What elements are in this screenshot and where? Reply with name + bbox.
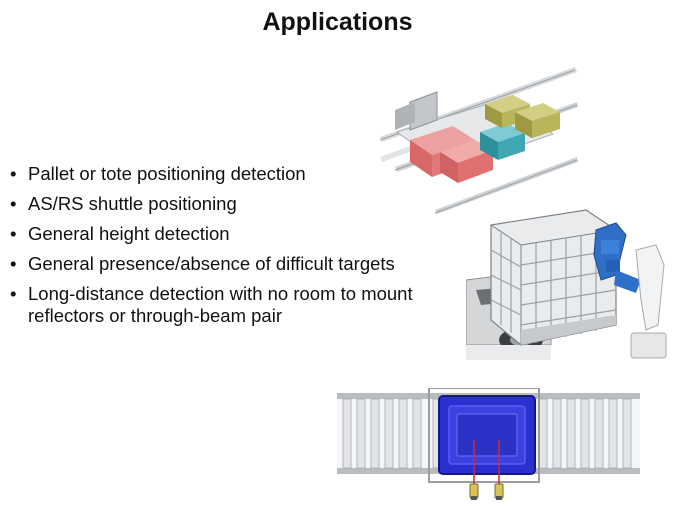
bullet-list: • Pallet or tote positioning detection •…: [10, 163, 470, 335]
asrs-totes-illustration: [375, 62, 580, 214]
bullet-glyph: •: [10, 253, 17, 274]
conveyor-tote-illustration: [337, 388, 642, 503]
bullet-text: General presence/absence of difficult ta…: [28, 253, 395, 274]
bullet-glyph: •: [10, 193, 17, 214]
machine-robot-illustration: [466, 205, 671, 360]
bullet-text: Long-distance detection with no room to …: [28, 283, 413, 326]
slide-title: Applications: [262, 8, 413, 36]
bullet-item: • General presence/absence of difficult …: [10, 253, 470, 275]
bullet-text: General height detection: [28, 223, 230, 244]
bullet-text: AS/RS shuttle positioning: [28, 193, 237, 214]
bullet-glyph: •: [10, 223, 17, 244]
bullet-item: • AS/RS shuttle positioning: [10, 193, 470, 215]
bullet-text: Pallet or tote positioning detection: [28, 163, 306, 184]
bullet-item: • General height detection: [10, 223, 470, 245]
bullet-glyph: •: [10, 283, 17, 304]
bullet-item: • Pallet or tote positioning detection: [10, 163, 470, 185]
bullet-item: • Long-distance detection with no room t…: [10, 283, 470, 327]
bullet-glyph: •: [10, 163, 17, 184]
